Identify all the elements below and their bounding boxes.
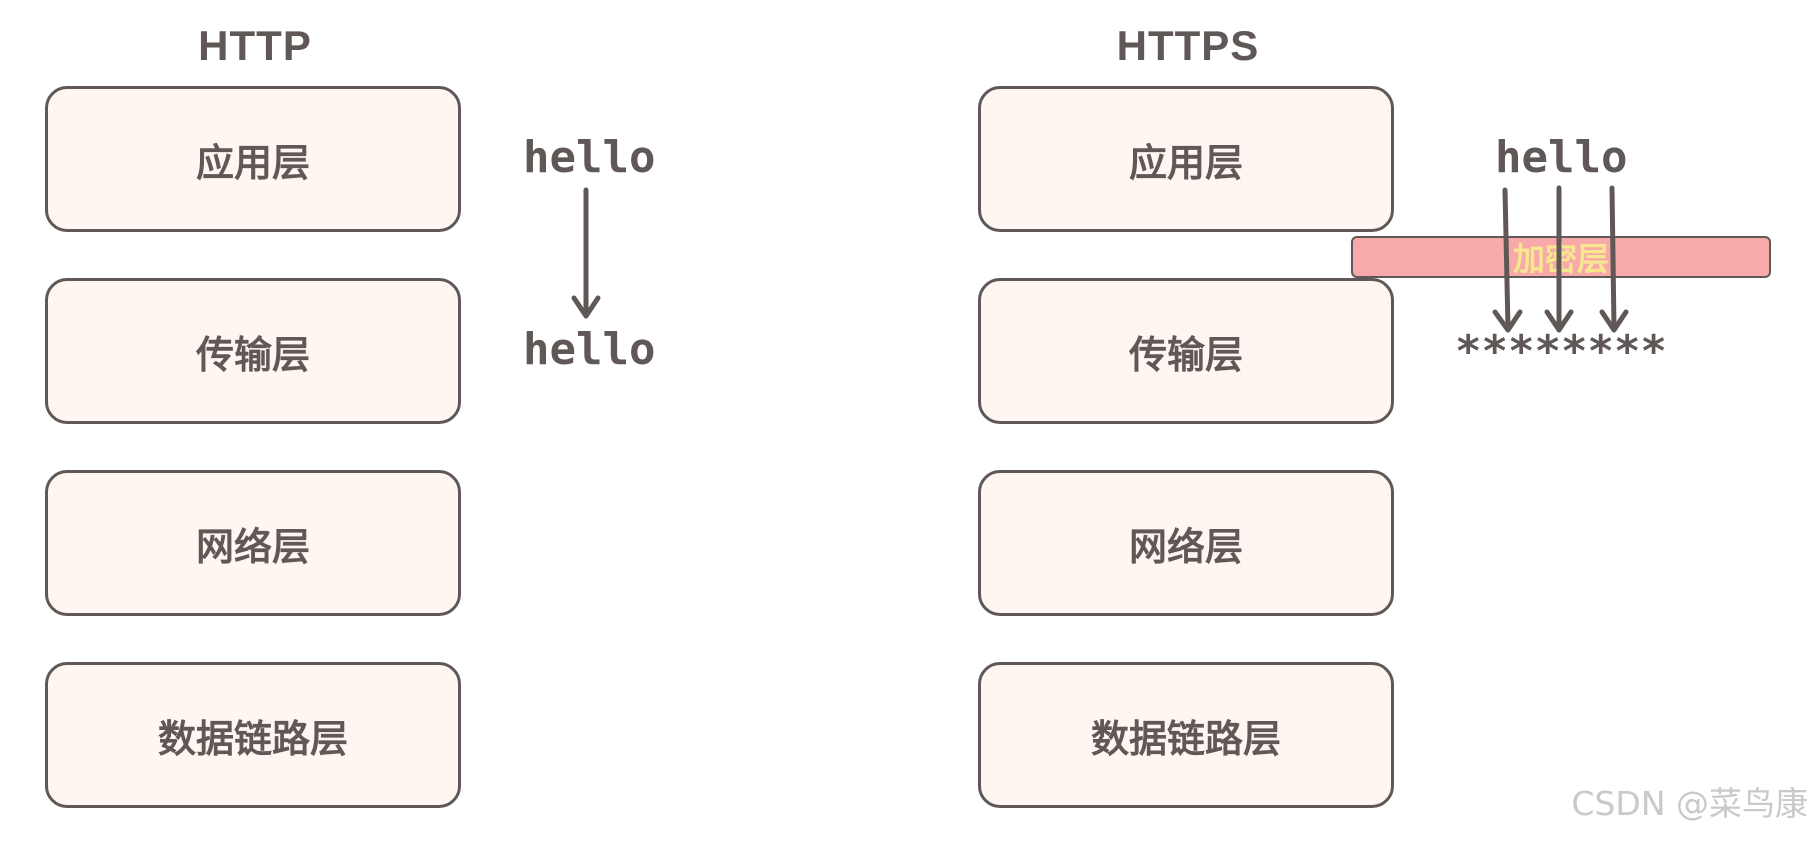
http-plaintext-top: hello [523,132,656,183]
http-network-layer: 网络层 [45,470,461,616]
http-application-layer: 应用层 [45,86,461,232]
https-ciphertext: ******** [1455,326,1667,377]
https-title: HTTPS [1116,22,1260,69]
https-encrypt-arrow-middle-icon [1544,185,1574,333]
https-application-layer: 应用层 [978,86,1394,232]
https-transport-layer: 传输层 [978,278,1394,424]
http-down-arrow-icon [571,187,601,319]
https-encrypt-arrow-right-icon [1599,185,1629,333]
https-datalink-layer: 数据链路层 [978,662,1394,808]
https-network-layer: 网络层 [978,470,1394,616]
http-title: HTTP [198,22,312,69]
http-plaintext-bottom: hello [523,324,656,375]
http-datalink-layer: 数据链路层 [45,662,461,808]
http-transport-layer: 传输层 [45,278,461,424]
watermark: CSDN @菜鸟康 [1571,784,1808,823]
https-encrypt-arrow-left-icon [1492,187,1523,333]
https-plaintext: hello [1495,132,1628,183]
